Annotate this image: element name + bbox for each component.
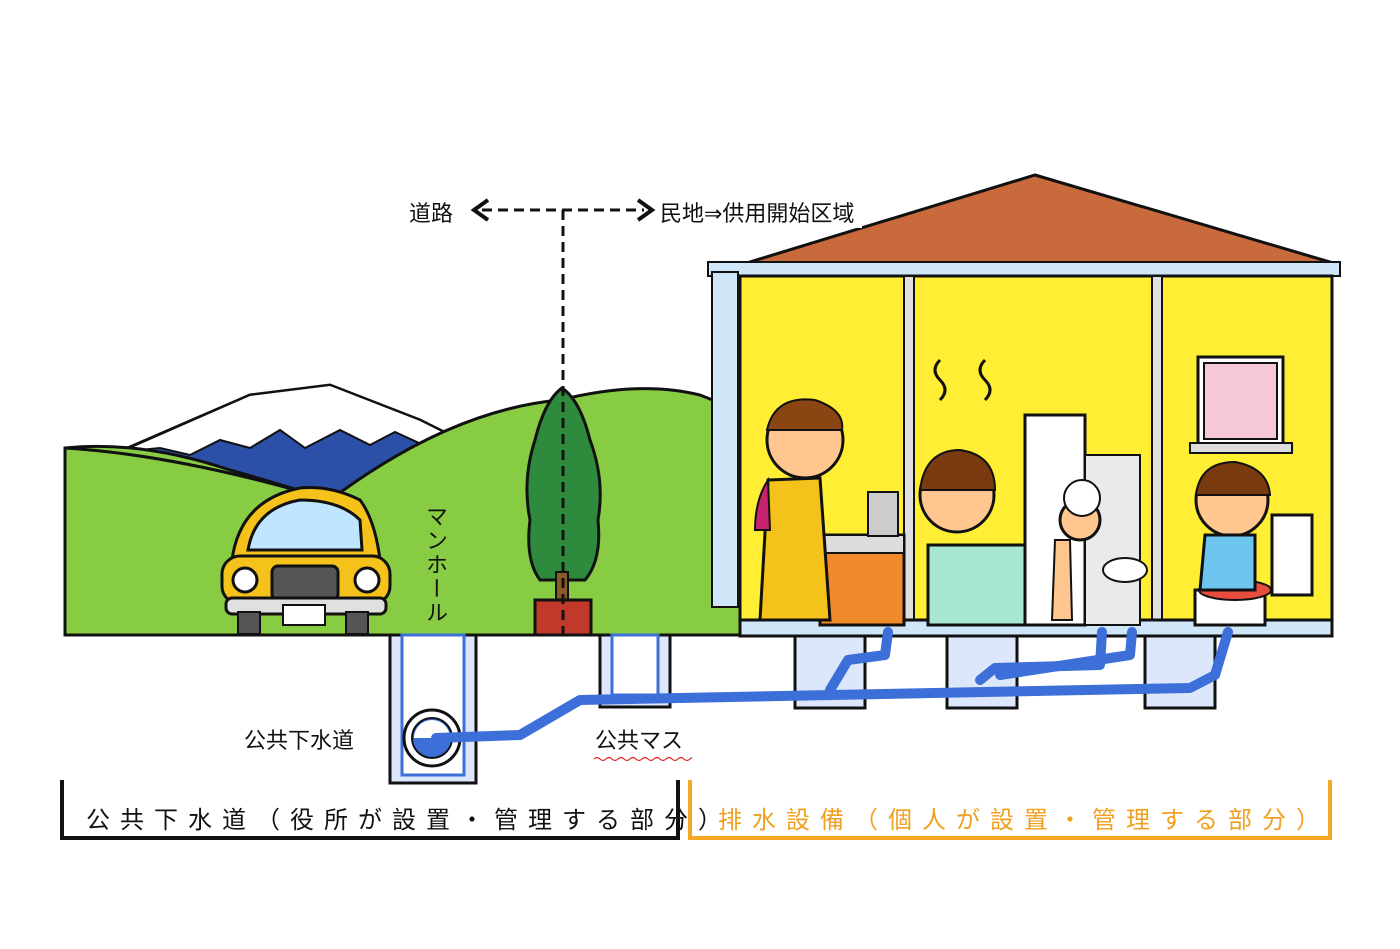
house bbox=[707, 173, 1341, 710]
private-section-label: 排水設備（個人が設置・管理する部分） bbox=[718, 806, 1330, 834]
manhole-label: マンホール bbox=[422, 505, 447, 625]
drain-pipes bbox=[431, 627, 1233, 743]
public-section-label: 公共下水道（役所が設置・管理する部分） bbox=[86, 806, 732, 834]
private-land-label: 民地⇒供用開始区域 bbox=[660, 196, 863, 228]
boundary-arrows bbox=[470, 198, 656, 635]
spellcheck-underline bbox=[594, 756, 692, 762]
manhole-structure bbox=[388, 633, 478, 785]
public-sewer-label: 公共下水道 bbox=[244, 729, 355, 754]
public-bracket bbox=[60, 780, 680, 840]
private-bracket bbox=[688, 780, 1332, 840]
road-label: 道路 bbox=[409, 196, 454, 228]
car bbox=[220, 486, 392, 635]
public-basin-label: 公共マス bbox=[595, 729, 684, 754]
